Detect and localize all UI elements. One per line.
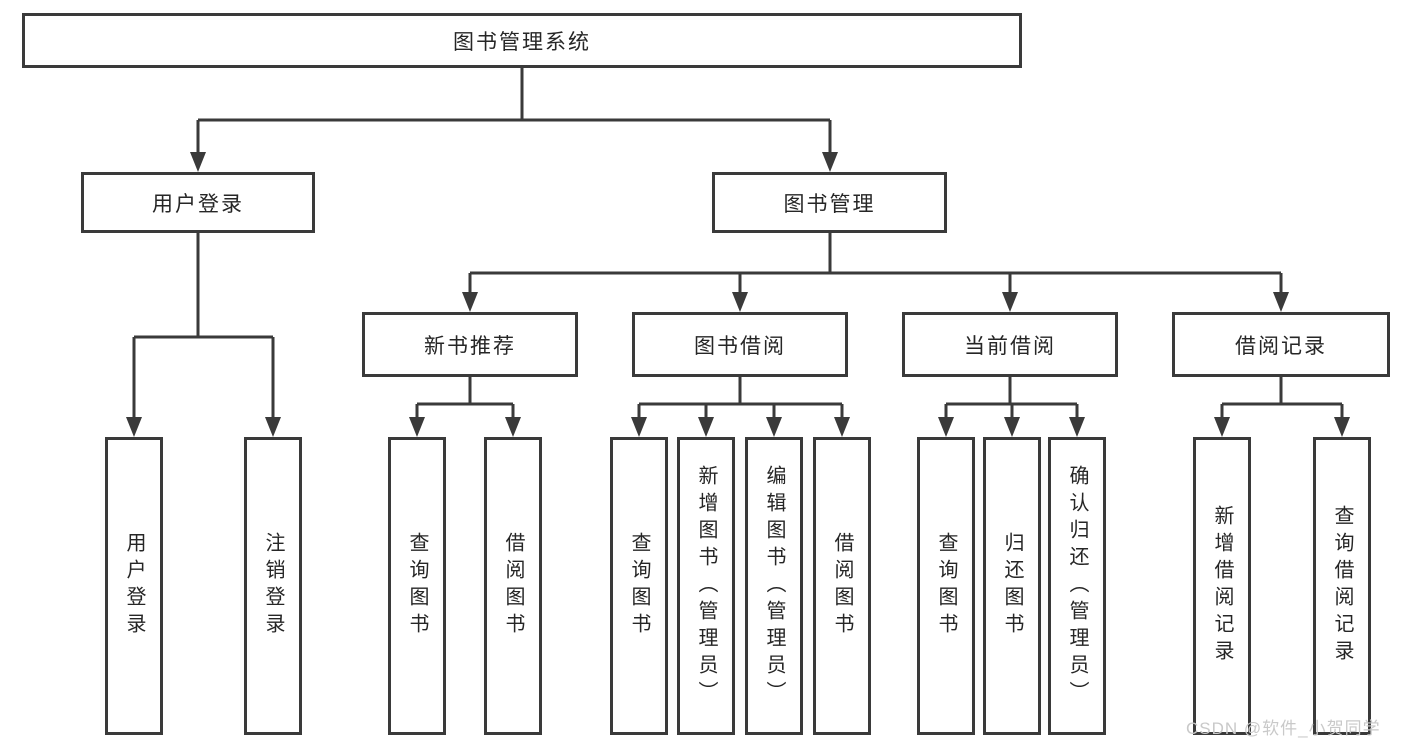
leaf-query-books-3-label: 查询图书: [935, 532, 957, 640]
wire-current-borrow-to-leaves: [944, 377, 1079, 419]
leaf-confirm-return-admin: 确认归还（管理员）: [1048, 437, 1106, 735]
leaf-query-borrow-record: 查询借阅记录: [1313, 437, 1371, 735]
arrowhead-leaf-borrow-books-1: [505, 417, 521, 437]
leaf-query-books-1: 查询图书: [388, 437, 446, 735]
arrowhead-current-borrow: [1002, 292, 1018, 312]
leaf-borrow-books-2-label: 借阅图书: [831, 532, 853, 640]
leaf-edit-book-admin-label: 编辑图书（管理员）: [763, 464, 785, 708]
node-current-borrow-label: 当前借阅: [964, 334, 1056, 358]
arrowhead-leaf-query-record: [1334, 417, 1350, 437]
leaf-borrow-books-2: 借阅图书: [813, 437, 871, 735]
node-user-login: 用户登录: [81, 172, 315, 233]
leaf-user-login-label: 用户登录: [123, 532, 145, 640]
leaf-return-book: 归还图书: [983, 437, 1041, 735]
leaf-borrow-books-1-label: 借阅图书: [502, 532, 524, 640]
node-root: 图书管理系统: [22, 13, 1022, 68]
leaf-return-book-label: 归还图书: [1001, 532, 1023, 640]
leaf-logout: 注销登录: [244, 437, 302, 735]
leaf-add-borrow-record: 新增借阅记录: [1193, 437, 1251, 735]
arrowhead-leaf-add-record: [1214, 417, 1230, 437]
leaf-confirm-return-admin-label: 确认归还（管理员）: [1066, 464, 1088, 708]
arrowhead-leaf-borrow-books-2: [834, 417, 850, 437]
node-book-mgmt-label: 图书管理: [783, 192, 876, 216]
leaf-query-borrow-record-label: 查询借阅记录: [1331, 505, 1353, 667]
wire-root-to-level2: [196, 68, 832, 154]
node-current-borrow: 当前借阅: [902, 312, 1118, 377]
arrowhead-leaf-confirm-return: [1069, 417, 1085, 437]
leaf-add-book-admin: 新增图书（管理员）: [677, 437, 735, 735]
node-new-books: 新书推荐: [362, 312, 578, 377]
arrowhead-leaf-logout: [265, 417, 281, 437]
node-book-borrow: 图书借阅: [632, 312, 848, 377]
node-book-mgmt: 图书管理: [712, 172, 947, 233]
arrowhead-leaf-query-books-1: [409, 417, 425, 437]
wire-user-login-to-leaves: [132, 233, 275, 419]
arrowhead-new-books: [462, 292, 478, 312]
leaf-add-borrow-record-label: 新增借阅记录: [1211, 505, 1233, 667]
arrowhead-leaf-edit-book: [766, 417, 782, 437]
wire-borrow-records-to-leaves: [1220, 377, 1344, 419]
arrowhead-borrow-records: [1273, 292, 1289, 312]
leaf-borrow-books-1: 借阅图书: [484, 437, 542, 735]
leaf-query-books-3: 查询图书: [917, 437, 975, 735]
leaf-query-books-1-label: 查询图书: [406, 532, 428, 640]
leaf-add-book-admin-label: 新增图书（管理员）: [695, 464, 717, 708]
node-borrow-records-label: 借阅记录: [1235, 334, 1327, 358]
wire-book-borrow-to-leaves: [637, 377, 844, 419]
leaf-query-books-2-label: 查询图书: [628, 532, 650, 640]
wire-book-mgmt-to-level3: [468, 233, 1283, 294]
arrowhead-leaf-user-login: [126, 417, 142, 437]
arrowhead-leaf-add-book: [698, 417, 714, 437]
node-new-books-label: 新书推荐: [424, 334, 516, 358]
leaf-query-books-2: 查询图书: [610, 437, 668, 735]
arrowhead-leaf-query-books-2: [631, 417, 647, 437]
leaf-edit-book-admin: 编辑图书（管理员）: [745, 437, 803, 735]
leaf-logout-label: 注销登录: [262, 532, 284, 640]
watermark: CSDN @软件_小贺同学: [1186, 719, 1381, 738]
arrowhead-leaf-query-books-3: [938, 417, 954, 437]
node-borrow-records: 借阅记录: [1172, 312, 1390, 377]
arrowhead-book-mgmt: [822, 152, 838, 172]
arrowhead-leaf-return-book: [1004, 417, 1020, 437]
arrowhead-user-login: [190, 152, 206, 172]
node-root-label: 图书管理系统: [453, 30, 591, 54]
arrowhead-book-borrow: [732, 292, 748, 312]
wire-new-books-to-leaves: [415, 377, 515, 419]
leaf-user-login: 用户登录: [105, 437, 163, 735]
node-book-borrow-label: 图书借阅: [694, 334, 786, 358]
node-user-login-label: 用户登录: [152, 192, 244, 216]
